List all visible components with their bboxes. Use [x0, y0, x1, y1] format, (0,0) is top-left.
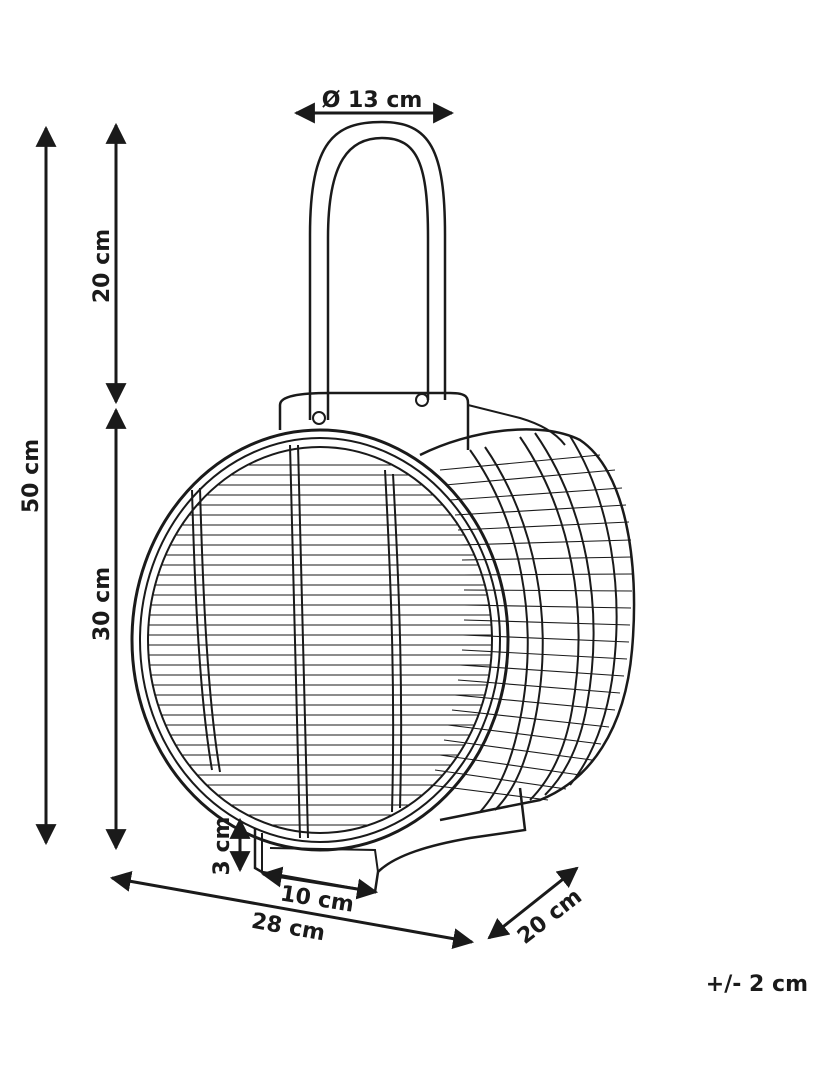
lantern-front-face [130, 428, 510, 852]
handle-height-label: 20 cm [90, 229, 115, 303]
body-height-label: 30 cm [90, 567, 115, 641]
total-width-arrow [109, 870, 475, 950]
lantern-top-opening [278, 391, 566, 450]
handle-diameter-label: Ø 13 cm [322, 88, 423, 113]
lantern-barrel-side [419, 428, 636, 822]
lantern-illustration [130, 120, 636, 894]
dimension-labels: Ø 13 cm 50 cm 20 cm 30 cm 3 cm 10 cm 28 … [19, 88, 808, 997]
depth-arrow [487, 866, 579, 940]
depth-label: 20 cm [513, 884, 587, 949]
foot-height-label: 3 cm [210, 817, 235, 876]
lantern-handle [308, 120, 447, 425]
tolerance-note: +/- 2 cm [706, 972, 808, 997]
total-height-label: 50 cm [19, 439, 44, 513]
dimension-lines [35, 102, 579, 950]
